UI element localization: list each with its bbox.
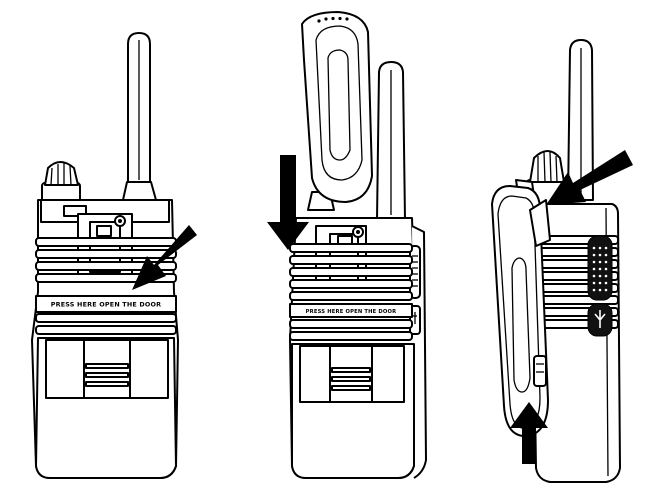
door-release-label: PRESS HERE OPEN THE DOOR bbox=[306, 309, 397, 315]
panel-front-radio: PRESS HERE OPEN THE DOOR bbox=[31, 32, 197, 479]
arrow-up bbox=[510, 402, 548, 464]
arrow-down-left bbox=[546, 150, 633, 205]
door-release-label: PRESS HERE OPEN THE DOOR bbox=[51, 301, 162, 309]
belt-clip bbox=[491, 185, 551, 438]
volume-knob bbox=[41, 161, 81, 204]
panel-clip-attach: PRESS HERE OPEN THE DOOR bbox=[267, 11, 427, 479]
belt-clip bbox=[301, 11, 373, 203]
battery-door bbox=[291, 343, 415, 479]
arrow-down-left bbox=[132, 225, 197, 290]
panel-side-view bbox=[491, 39, 633, 483]
grip-ridges bbox=[35, 237, 177, 335]
battery-door bbox=[35, 337, 177, 479]
grip-ridges bbox=[289, 243, 413, 341]
arrow-down bbox=[267, 155, 309, 250]
side-ptt-key bbox=[587, 235, 613, 337]
